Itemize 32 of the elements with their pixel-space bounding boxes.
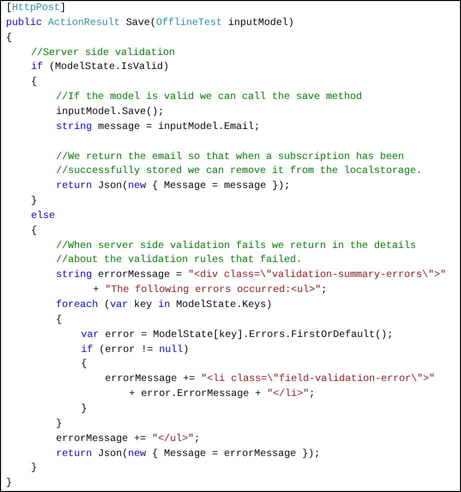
code-line: if (error != null) — [81, 344, 190, 357]
code-line: else — [31, 210, 56, 223]
code-line: { — [6, 32, 12, 45]
code-line: { — [56, 314, 62, 327]
code-line: } — [56, 418, 62, 431]
code-line: string message = inputModel.Email; — [56, 122, 260, 134]
code-line: return Json(new { Message = message }); — [56, 181, 290, 194]
code-line: string errorMessage = "<div class=\"validation-summary-errors\">" — [56, 270, 446, 282]
code-line: + error.ErrorMessage + "</li>"; — [129, 389, 316, 402]
code-line: errorMessage += "</ul>"; — [56, 434, 200, 446]
code-comment: //about the validation rules that failed. — [56, 255, 302, 268]
code-line: + "The following errors occurred:<ul>"; — [93, 285, 328, 298]
code-comment: //successfully stored we can remove it from the localstorage. — [56, 166, 422, 178]
code-line: var error = ModelState[key].Errors.FirstOrDefault(); — [81, 330, 394, 342]
code-line: [HttpPost] — [6, 3, 66, 15]
code-line: } — [31, 196, 38, 208]
code-comment: //If the model is valid we can call the save method — [56, 92, 362, 104]
code-line: { — [31, 77, 38, 90]
code-line: public ActionResult Save(OfflineTest inputModel) — [6, 18, 294, 30]
code-line: { — [31, 226, 38, 238]
code-comment: //When server side validation fails we return in the details — [56, 240, 416, 253]
code-line: foreach (var key in ModelState.Keys) — [56, 300, 272, 312]
code-comment: //Server side validation — [31, 48, 176, 60]
code-line: { — [81, 359, 88, 372]
code-line: inputModel.Save(); — [56, 106, 164, 119]
code-line: errorMessage += "<li class=\"field-validation-error\">" — [105, 374, 436, 386]
code-line: } — [81, 404, 88, 416]
code-line: if (ModelState.IsValid) — [31, 62, 170, 74]
code-comment: //We return the email so that when a subscription has been — [56, 152, 404, 164]
code-line: } — [6, 478, 12, 490]
code-line: } — [31, 463, 38, 476]
code-line: return Json(new { Message = errorMessage }); — [56, 448, 320, 460]
